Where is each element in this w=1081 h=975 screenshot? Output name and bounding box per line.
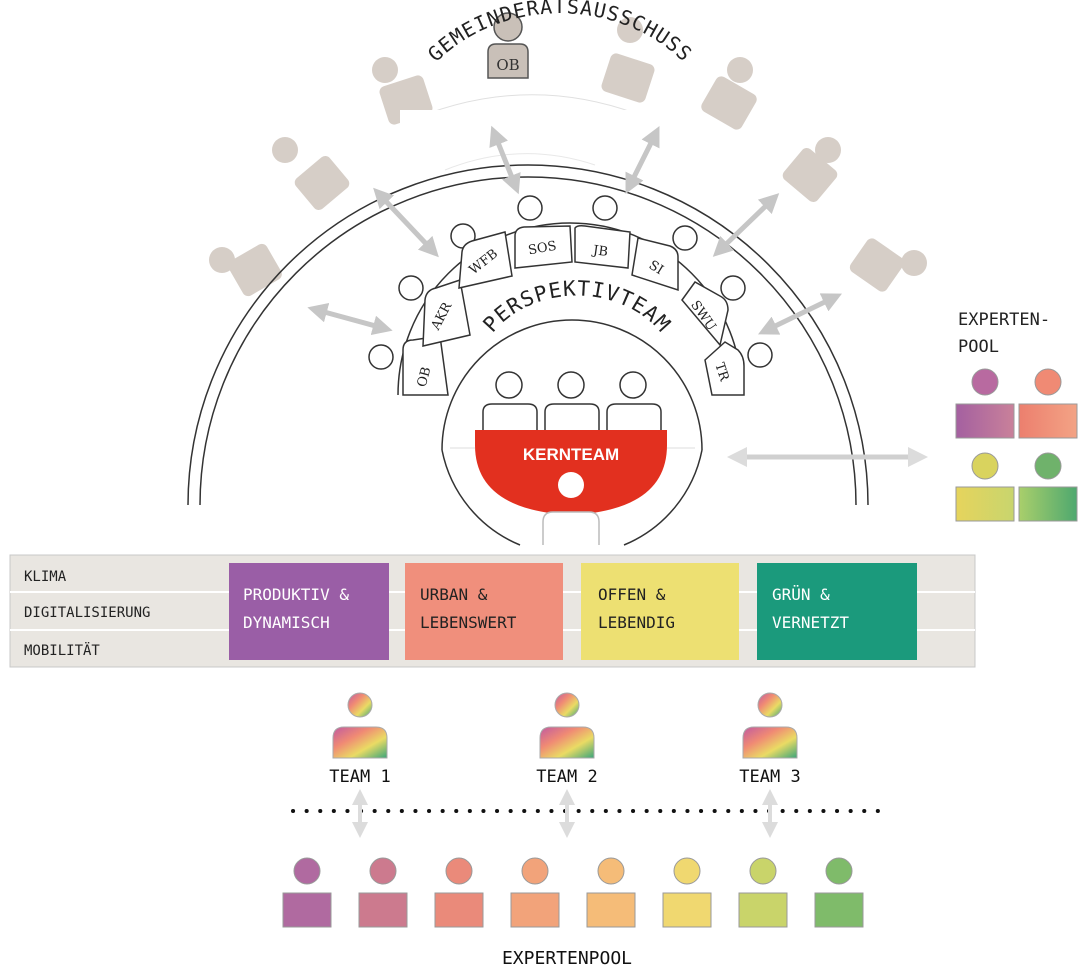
team-1-label: TEAM 1 (329, 767, 390, 787)
expert (955, 452, 1015, 522)
topics-panel: KLIMA DIGITALISIERUNG MOBILITÄT PRODUKTI… (9, 554, 976, 668)
perspective-member (514, 195, 573, 269)
perspective-member (704, 341, 773, 396)
council-arrows (307, 125, 842, 336)
arrow (489, 125, 521, 195)
member-label-ob: OB (415, 365, 435, 388)
council-member (782, 137, 841, 203)
topic-card-gruen-line2: VERNETZT (772, 613, 849, 632)
core-team-label: KERNTEAM (523, 445, 619, 464)
row-label-mobilitaet: MOBILITÄT (24, 641, 100, 659)
topic-card-gruen-line1: GRÜN & (772, 585, 830, 604)
council-chair-label: OB (496, 56, 519, 74)
council-title-text: GEMEINDERATSAUSSCHUSS (423, 0, 696, 66)
council-arc-inner (199, 176, 857, 506)
bottom-pool-experts (282, 857, 864, 928)
expert (738, 857, 788, 928)
perspective-title: PERSPEKTIVTEAM (478, 276, 675, 336)
topic-card-produktiv-line1: PRODUKTIV & (243, 585, 349, 604)
council-member (701, 57, 757, 130)
perspective-member (398, 275, 471, 347)
team-3-label: TEAM 3 (739, 767, 800, 787)
council-member (209, 243, 282, 297)
council-arc-outer (187, 164, 869, 506)
bottom-pool-title: EXPERTENPOOL (502, 948, 632, 969)
core-member (606, 371, 662, 430)
team-pool-arrows (352, 789, 778, 838)
core-member (544, 371, 600, 430)
arrow (712, 193, 780, 257)
side-pool-title-line1: EXPERTEN- (958, 310, 1050, 330)
team-2: TEAM 2 (536, 692, 598, 787)
topic-card-offen-line1: OFFEN & (598, 585, 666, 604)
core-members (482, 371, 662, 430)
topic-card-produktiv-line2: DYNAMISCH (243, 613, 330, 632)
expert (662, 857, 712, 928)
core-member (482, 371, 538, 430)
side-pool-title-line2: POOL (958, 337, 999, 357)
council-chair: OB (487, 12, 529, 79)
topic-card-urban (405, 563, 563, 660)
perspective-members (368, 195, 773, 396)
perspective-member (631, 225, 698, 292)
council-title: GEMEINDERATSAUSSCHUSS (423, 0, 697, 66)
arrow (307, 302, 393, 336)
expert (586, 857, 636, 928)
perspective-title-text: PERSPEKTIVTEAM (478, 276, 674, 336)
core-arc (441, 319, 703, 451)
expert (814, 857, 864, 928)
row-label-digitalisierung: DIGITALISIERUNG (24, 605, 150, 621)
council-members (209, 17, 927, 297)
expert (358, 857, 408, 928)
topic-card-offen-line2: LEBENDIG (598, 613, 675, 632)
topic-card-urban-line1: URBAN & (420, 585, 488, 604)
core-lead-head (558, 472, 584, 498)
core-lead-body (542, 511, 600, 545)
arrow (625, 126, 660, 194)
member-label-sos: SOS (527, 239, 558, 259)
topic-card-produktiv (229, 563, 389, 660)
perspective-member (574, 195, 631, 269)
team-3: TEAM 3 (739, 692, 801, 787)
council-member (272, 137, 350, 211)
team-1: TEAM 1 (329, 692, 391, 787)
expert (282, 857, 332, 928)
arrow (758, 293, 842, 335)
expert (1018, 368, 1078, 439)
expert (510, 857, 560, 928)
expert (434, 857, 484, 928)
row-label-klima: KLIMA (24, 569, 67, 585)
arrow (373, 187, 439, 258)
council-member (849, 238, 927, 292)
member-label-si: SI (646, 258, 666, 278)
perspective-member (368, 335, 449, 396)
team-2-label: TEAM 2 (536, 767, 597, 787)
council-member (601, 17, 655, 103)
member-label-jb: JB (590, 243, 609, 260)
topic-card-gruen (757, 563, 917, 660)
expert (955, 368, 1015, 439)
perspective-member (681, 275, 746, 347)
member-label-tr: TR (711, 361, 731, 384)
perspective-member (450, 223, 513, 289)
expert (1018, 452, 1078, 522)
topic-card-offen (581, 563, 739, 660)
topic-card-urban-line2: LEBENSWERT (420, 613, 517, 632)
side-pool-experts (955, 368, 1078, 522)
